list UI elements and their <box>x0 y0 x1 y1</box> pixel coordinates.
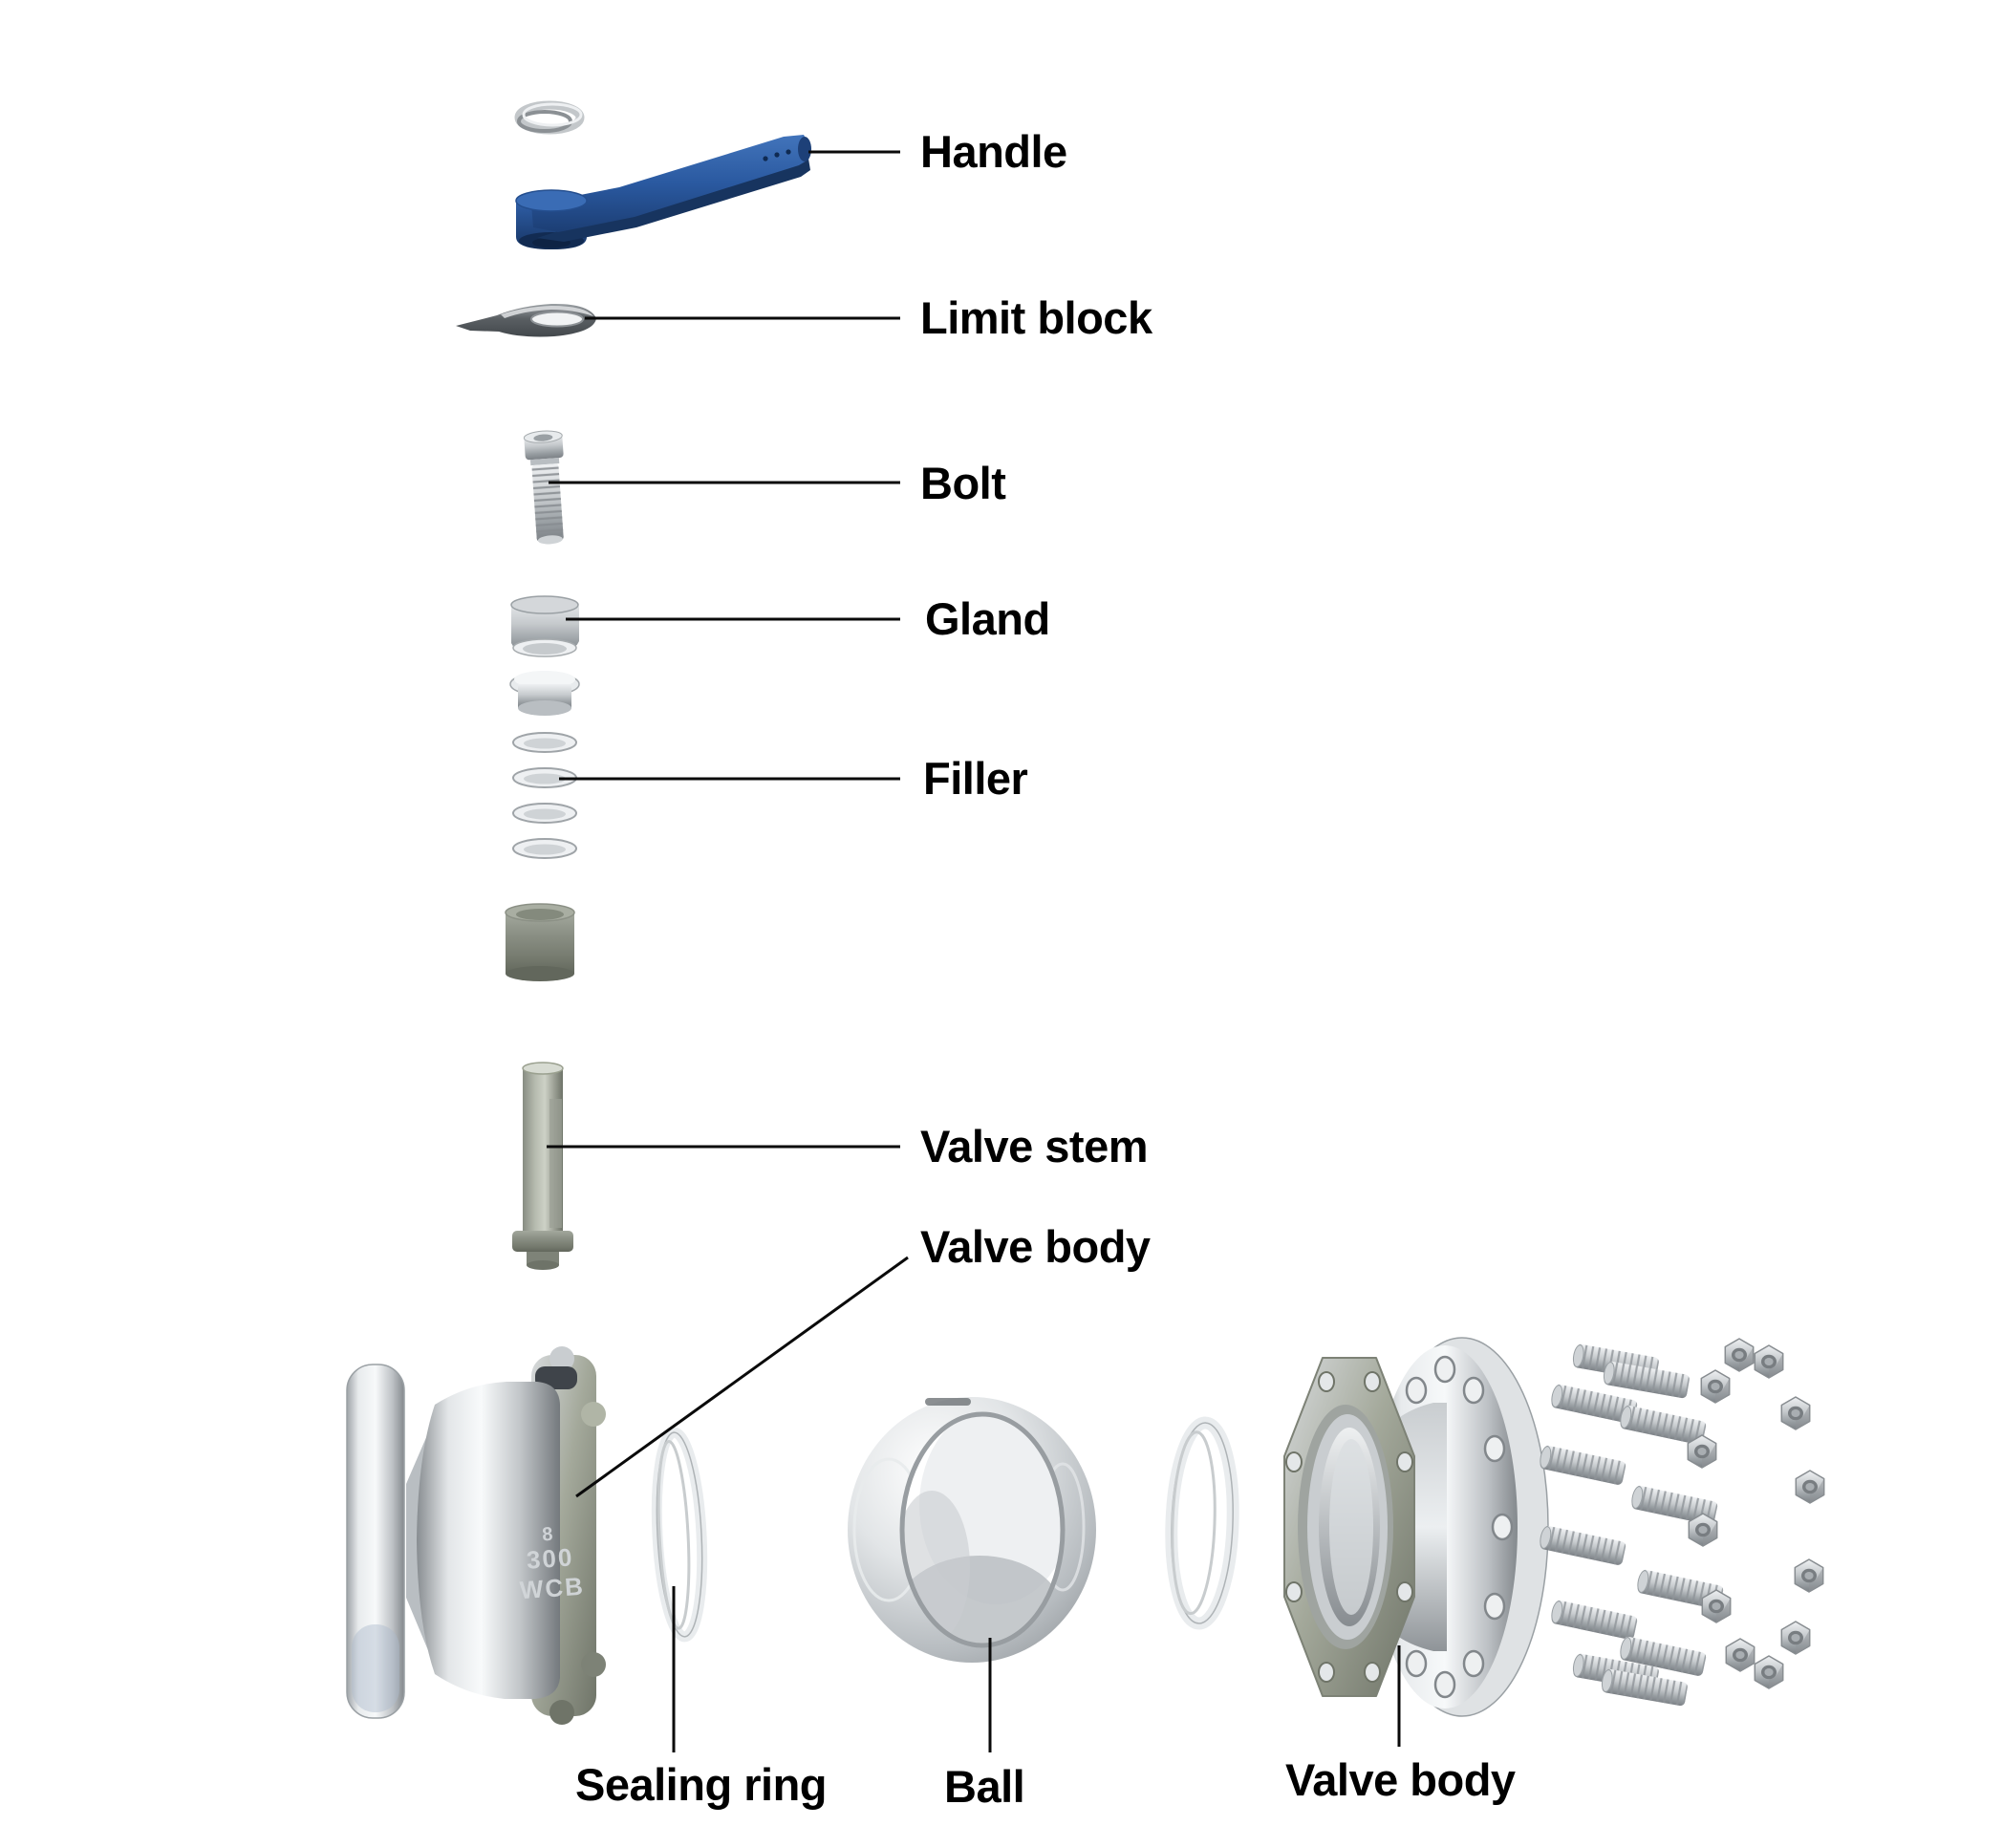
nut <box>1724 1338 1755 1372</box>
filler-ring-4 <box>512 838 577 859</box>
label-valve-stem: Valve stem <box>920 1121 1149 1171</box>
leader-valve-body-upper <box>575 1256 909 1498</box>
label-sealing-ring: Sealing ring <box>575 1759 828 1810</box>
sealing-ring-left-part <box>651 1427 708 1643</box>
label-handle: Handle <box>920 126 1067 177</box>
gland-part <box>510 595 579 657</box>
label-filler: Filler <box>923 753 1028 804</box>
filler-part <box>509 671 580 859</box>
nut <box>1700 1369 1731 1404</box>
nut <box>1754 1344 1784 1379</box>
stud <box>1549 1599 1639 1642</box>
nut <box>1780 1621 1811 1655</box>
filler-ring-2 <box>512 767 577 788</box>
bolt-part <box>523 430 564 545</box>
filler-ring-1 <box>512 732 577 753</box>
spring-washer <box>514 100 585 135</box>
label-gland: Gland <box>925 593 1050 644</box>
nut <box>1725 1638 1755 1672</box>
engraving-class: 300 <box>526 1542 574 1574</box>
nut <box>1701 1589 1732 1623</box>
nut <box>1795 1470 1825 1504</box>
handle-part <box>515 135 811 249</box>
stud <box>1538 1444 1627 1487</box>
valve-stem-part <box>512 1062 573 1270</box>
engraving-material: WCB <box>519 1572 586 1605</box>
stud <box>1538 1524 1627 1567</box>
front-flange-holes <box>1285 1371 1413 1683</box>
engraving-size: 8 <box>542 1524 556 1546</box>
label-bolt: Bolt <box>920 458 1006 508</box>
nut <box>1794 1558 1824 1593</box>
nut <box>1687 1434 1717 1469</box>
label-ball: Ball <box>944 1761 1025 1812</box>
nut <box>1780 1396 1811 1430</box>
body-engraving: 8 300 WCB <box>519 1524 586 1605</box>
limit-block-part <box>456 303 596 337</box>
valve-body-right-part <box>1283 1337 1549 1717</box>
label-valve-body-lower: Valve body <box>1285 1754 1516 1805</box>
nut <box>1754 1655 1784 1689</box>
valve-body-left-part: 8 300 WCB <box>346 1346 606 1725</box>
label-limit-block: Limit block <box>920 292 1152 343</box>
ball-part <box>848 1397 1096 1663</box>
packing-sleeve-part <box>505 903 575 981</box>
sealing-ring-right-part <box>1165 1416 1239 1630</box>
nut <box>1688 1513 1718 1547</box>
label-valve-body-upper: Valve body <box>920 1221 1151 1272</box>
filler-ring-3 <box>512 803 577 824</box>
